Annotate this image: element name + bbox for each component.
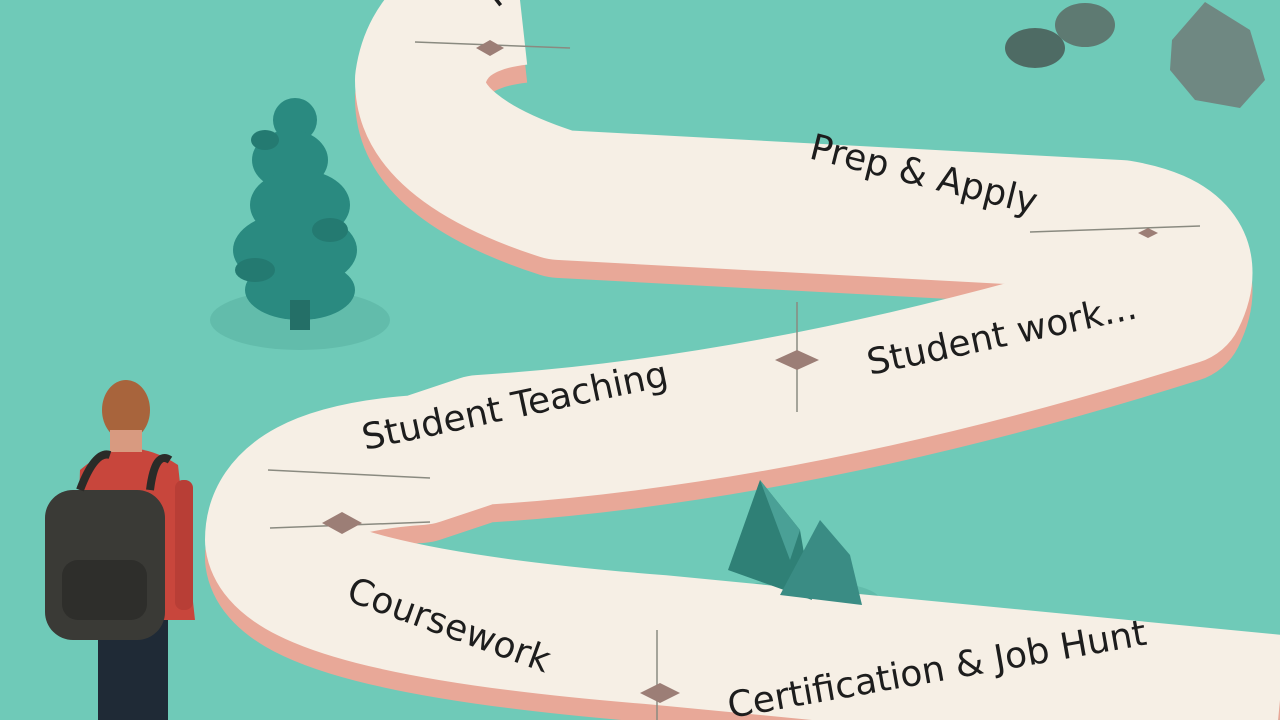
winding-road: [205, 0, 1280, 720]
student-figure: [45, 380, 195, 720]
stones-icon: [1005, 2, 1265, 108]
tree-icon: [233, 98, 357, 330]
backpack-icon: [45, 450, 173, 640]
rock-icon: [728, 480, 862, 605]
